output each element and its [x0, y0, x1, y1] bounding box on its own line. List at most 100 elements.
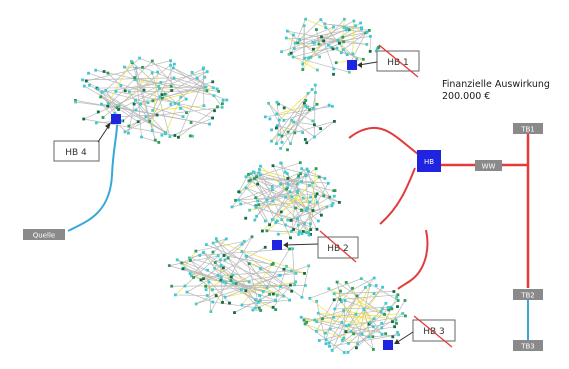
junction-node — [177, 102, 181, 106]
pipe-segment — [276, 105, 306, 115]
pipe-segment — [342, 31, 368, 38]
label-hb2[interactable]: HB 2 — [283, 230, 359, 263]
junction-node — [207, 280, 211, 284]
junction-node — [275, 294, 279, 297]
pipe-segment — [189, 257, 224, 269]
tank-hb1-marker — [347, 60, 357, 70]
junction-node — [268, 117, 272, 121]
junction-node — [169, 84, 173, 88]
junction-node — [372, 292, 376, 296]
junction-node — [164, 131, 168, 134]
junction-node — [138, 56, 141, 60]
junction-node — [384, 301, 388, 305]
label-hb1[interactable]: HB 1 — [357, 44, 420, 78]
junction-node — [169, 102, 173, 106]
junction-node — [265, 286, 269, 290]
junction-node — [317, 219, 320, 223]
junction-node — [150, 71, 154, 75]
pipe-segment — [176, 259, 213, 290]
label-hb4[interactable]: HB 4 — [53, 122, 111, 162]
junction-node — [305, 167, 309, 171]
junction-node — [267, 101, 270, 105]
pipe-segment — [328, 29, 362, 46]
junction-node — [270, 185, 274, 188]
pipe-segment — [191, 238, 227, 277]
junction-node — [320, 35, 323, 39]
junction-node — [395, 322, 398, 325]
junction-node — [133, 78, 137, 82]
pipe-segment — [334, 291, 394, 295]
junction-node — [151, 99, 155, 103]
junction-node — [316, 311, 320, 315]
tag-tb2[interactable]: TB2 — [513, 289, 543, 300]
tag-ww[interactable]: WW — [475, 160, 502, 171]
junction-node — [254, 196, 258, 200]
junction-node — [293, 131, 297, 135]
junction-node — [127, 90, 131, 94]
junction-node — [106, 104, 110, 108]
junction-node — [211, 241, 215, 245]
junction-node — [288, 247, 291, 251]
tag-quelle[interactable]: Quelle — [23, 229, 65, 240]
junction-node — [320, 213, 323, 217]
pipe-segment — [357, 313, 403, 345]
junction-node — [190, 71, 194, 74]
junction-node — [255, 175, 258, 179]
junction-node — [308, 200, 312, 204]
pipe-segment — [191, 72, 207, 88]
tank-hb4-marker — [111, 114, 121, 124]
junction-node — [299, 172, 302, 176]
junction-node — [319, 127, 322, 130]
junction-node — [313, 123, 316, 127]
junction-node — [171, 66, 175, 70]
tag-tb3[interactable]: TB3 — [513, 340, 543, 351]
junction-node — [391, 335, 395, 339]
pipe-segment — [177, 259, 264, 292]
junction-node — [158, 95, 162, 99]
junction-node — [87, 71, 90, 75]
junction-node — [249, 172, 253, 176]
label-hb3[interactable]: HB 3 — [394, 315, 456, 348]
junction-node — [181, 267, 185, 271]
junction-node — [280, 50, 283, 54]
junction-node — [372, 348, 375, 351]
junction-node — [270, 218, 274, 221]
financial-impact-label: Finanzielle Auswirkung — [442, 79, 550, 90]
pipe-segment — [100, 96, 167, 133]
junction-node — [297, 175, 300, 179]
junction-node — [325, 205, 329, 209]
pipe-segment — [350, 286, 383, 332]
junction-node — [298, 38, 301, 41]
pipe-segment — [281, 121, 335, 137]
junction-node — [317, 42, 321, 46]
tag-tb1[interactable]: TB1 — [513, 123, 543, 134]
junction-node — [296, 189, 300, 193]
junction-node — [203, 75, 207, 79]
tank-hb-marker[interactable] — [417, 150, 441, 172]
pipe-segment — [292, 248, 295, 285]
junction-node — [271, 164, 275, 168]
junction-node — [315, 329, 318, 333]
junction-node — [170, 284, 174, 288]
junction-node — [204, 243, 208, 246]
junction-node — [263, 219, 267, 223]
pipe-segment — [271, 89, 313, 142]
junction-node — [184, 97, 188, 101]
financial-impact: Finanzielle Auswirkung 200.000 € — [442, 79, 550, 103]
pipe-segment — [281, 120, 293, 137]
junction-node — [324, 26, 328, 30]
junction-node — [290, 195, 294, 199]
pipe-segment — [210, 236, 253, 312]
junction-node — [368, 284, 372, 287]
arrow-hb2 — [284, 243, 319, 246]
junction-node — [327, 43, 330, 47]
junction-node — [160, 133, 164, 137]
pipe-segment — [178, 77, 205, 138]
pipe-segment — [249, 263, 261, 269]
pipe-segment — [381, 297, 398, 328]
junction-node — [100, 90, 104, 94]
junction-node — [318, 55, 321, 59]
junction-node — [185, 111, 188, 115]
pipe-segment — [334, 307, 389, 310]
junction-node — [311, 119, 315, 123]
